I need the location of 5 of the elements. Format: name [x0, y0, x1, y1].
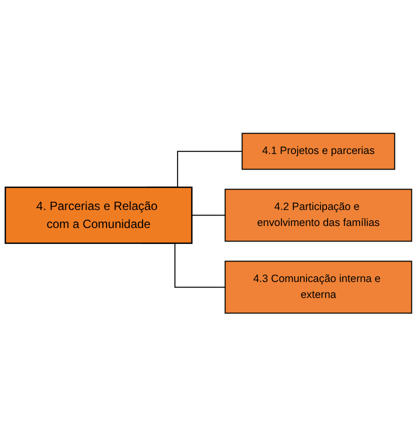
node-box: 4. Parcerias e Relação com a Comunidade	[4, 186, 193, 244]
connector	[191, 215, 226, 216]
node-box: 4.2 Participação e envolvimento das famílias	[224, 189, 412, 242]
node-box: 4.1 Projetos e parcerias	[242, 133, 396, 170]
node-box: 4.3 Comunicação interna e externa	[224, 260, 412, 314]
